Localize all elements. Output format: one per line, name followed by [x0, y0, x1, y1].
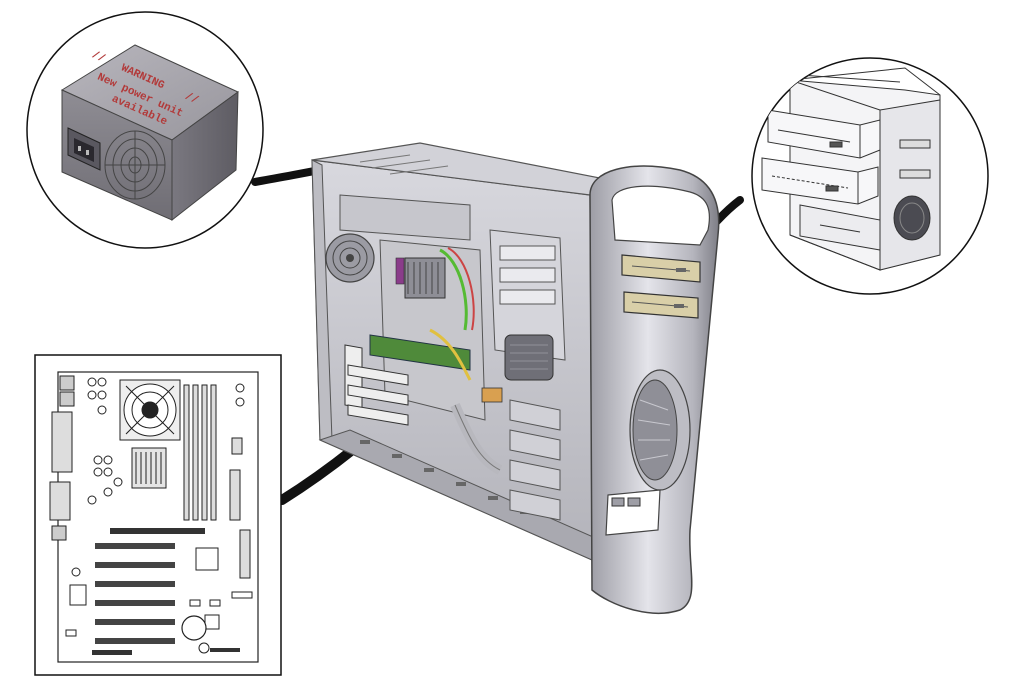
bottom-handle-opening — [605, 489, 661, 536]
warning-marks-right: // — [183, 91, 200, 107]
cage-optical-drive-2 — [761, 157, 879, 205]
psu-side-face — [171, 90, 239, 222]
motherboard-outline — [57, 371, 259, 663]
rear-case-fan — [325, 233, 375, 283]
motherboard-southbridge — [195, 547, 219, 571]
motherboard-callout — [34, 354, 282, 676]
side-vent-grill — [504, 334, 554, 381]
psu-callout: // WARNING // New power unit available — [26, 11, 264, 249]
motherboard-cpu-fan — [119, 379, 181, 441]
expansion-card — [369, 334, 471, 371]
motherboard-cmos-battery — [181, 615, 207, 641]
psu-power-socket — [67, 127, 101, 171]
front-optical-drive-1 — [621, 254, 701, 283]
front-fan-opening — [629, 369, 691, 491]
pc-tower — [311, 142, 720, 614]
motherboard-chipset-heatsink — [131, 447, 167, 489]
motherboard-pci-slots — [95, 543, 175, 644]
internal-power-supply — [339, 194, 471, 241]
motherboard-ram-slots — [183, 384, 217, 521]
psu-fan-grill — [104, 130, 166, 200]
cage-fan-grill — [893, 195, 931, 241]
motherboard-agp-slot — [110, 528, 205, 534]
top-handle-opening — [611, 185, 711, 246]
drive-cage-callout — [751, 57, 989, 295]
front-optical-drive-2 — [623, 291, 699, 319]
cage-optical-drive-1 — [767, 109, 881, 159]
warning-marks-left: // — [90, 49, 107, 65]
